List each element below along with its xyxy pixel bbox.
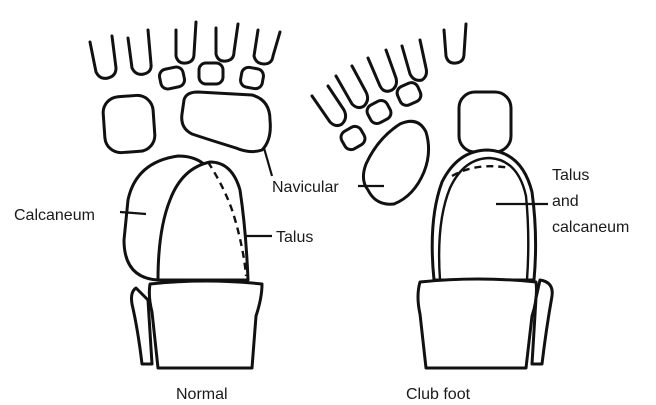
fibula-normal	[132, 288, 153, 364]
label-calcaneum: Calcaneum	[14, 207, 95, 224]
normal-foot	[90, 22, 280, 368]
label-talus-and-calcaneum-1: Talus	[552, 167, 589, 184]
metatarsal-club-3	[395, 80, 423, 107]
phalanx-club-1	[312, 86, 346, 126]
phalanx-normal-5	[254, 30, 280, 64]
navicular-leader-up	[264, 148, 272, 176]
phalanx-normal-3	[176, 22, 196, 63]
phalanx-club-5	[444, 24, 466, 63]
phalanx-normal-1	[90, 36, 116, 78]
label-talus: Talus	[276, 229, 313, 246]
caption-normal: Normal	[176, 386, 228, 403]
phalanx-club-4	[402, 40, 427, 80]
label-talus-and-calcaneum-2: and	[552, 193, 579, 210]
phalanx-club-2	[336, 66, 368, 108]
caption-club-foot: Club foot	[406, 386, 471, 403]
metatarsal-club-2	[365, 98, 394, 126]
talus-calcaneum-club	[432, 150, 535, 280]
navicular-normal	[182, 92, 271, 152]
cuneiform-normal	[102, 94, 156, 153]
metatarsal-club-1	[338, 124, 367, 152]
metatarsal-normal-1	[158, 66, 186, 91]
label-talus-and-calcaneum-3: calcaneum	[552, 219, 629, 236]
label-navicular: Navicular	[272, 179, 339, 196]
tibia-normal	[149, 281, 262, 368]
navicular-club	[363, 121, 428, 204]
metatarsal-normal-3	[239, 66, 264, 90]
phalanx-normal-2	[128, 30, 151, 74]
cuneiform-club	[459, 92, 511, 152]
phalanx-club-3	[368, 50, 397, 91]
metatarsal-normal-2	[199, 63, 223, 84]
phalanx-normal-4	[216, 24, 238, 61]
club-foot	[312, 24, 552, 368]
tibia-club	[418, 279, 537, 368]
